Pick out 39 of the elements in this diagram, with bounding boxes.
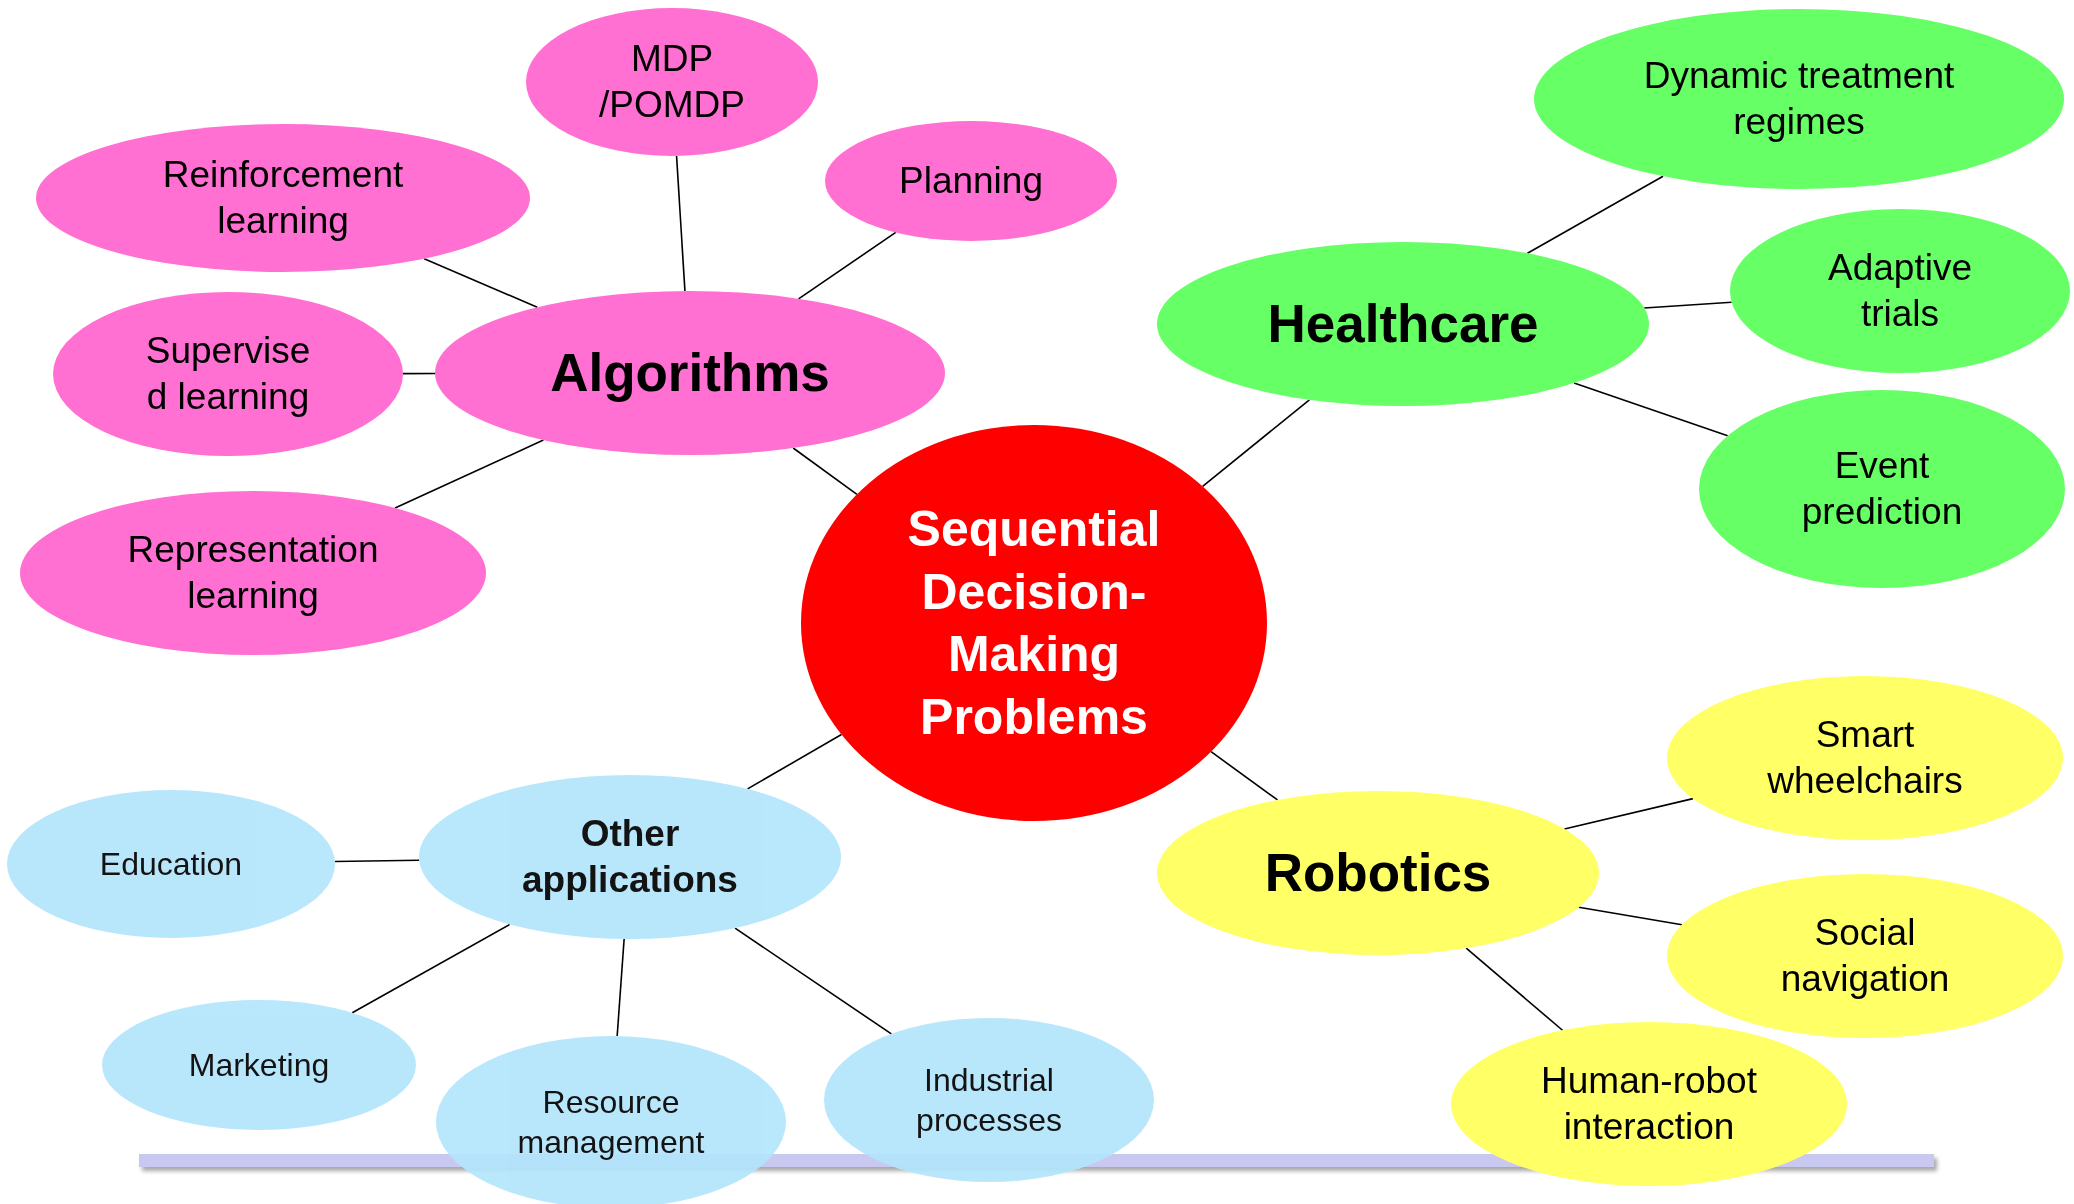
connector-line <box>423 257 539 309</box>
connector-line <box>334 859 420 863</box>
topic-label: Healthcare <box>1266 292 1540 355</box>
connector-line <box>792 447 858 496</box>
topic-label: Robotics <box>1263 841 1493 904</box>
topic-label: Social navigation <box>1779 910 1951 1001</box>
connector-line <box>394 439 545 509</box>
topic-label: Smart wheelchairs <box>1766 712 1964 803</box>
connector-line <box>351 923 511 1014</box>
connector-line <box>1210 750 1279 801</box>
topic-label: Other applications <box>521 811 739 902</box>
connector-line <box>1573 382 1729 437</box>
topic-label: Adaptive trials <box>1827 245 1973 336</box>
connector-line <box>746 733 843 790</box>
connector-line <box>616 938 625 1037</box>
topic-label: Representation learning <box>126 527 380 618</box>
topic-label: Human-robot interaction <box>1540 1058 1758 1149</box>
topic-label: Supervise d learning <box>144 328 312 419</box>
connector-line <box>1201 399 1311 488</box>
topic-label: Sequential Decision- Making Problems <box>906 500 1162 747</box>
connector-line <box>1578 906 1683 926</box>
connector-line <box>797 231 897 300</box>
topic-label: Reinforcement learning <box>161 152 405 243</box>
connector-line <box>402 372 436 375</box>
connector-line <box>734 927 893 1035</box>
connector-line <box>1563 797 1694 830</box>
connector-line <box>1643 301 1733 309</box>
topic-label: MDP /POMDP <box>598 36 746 127</box>
topic-label: Planning <box>898 158 1044 203</box>
topic-label: Algorithms <box>549 341 831 404</box>
topic-label: Industrial processes <box>915 1061 1063 1140</box>
topic-label: Marketing <box>187 1046 331 1085</box>
topic-label: Dynamic treatment regimes <box>1642 53 1956 144</box>
connector-line <box>1526 175 1664 255</box>
topic-label: Resource management <box>516 1083 706 1162</box>
connector-line <box>675 155 686 292</box>
topic-label: Education <box>98 845 244 884</box>
topic-label: Event prediction <box>1800 443 1964 534</box>
connector-line <box>1465 947 1564 1032</box>
